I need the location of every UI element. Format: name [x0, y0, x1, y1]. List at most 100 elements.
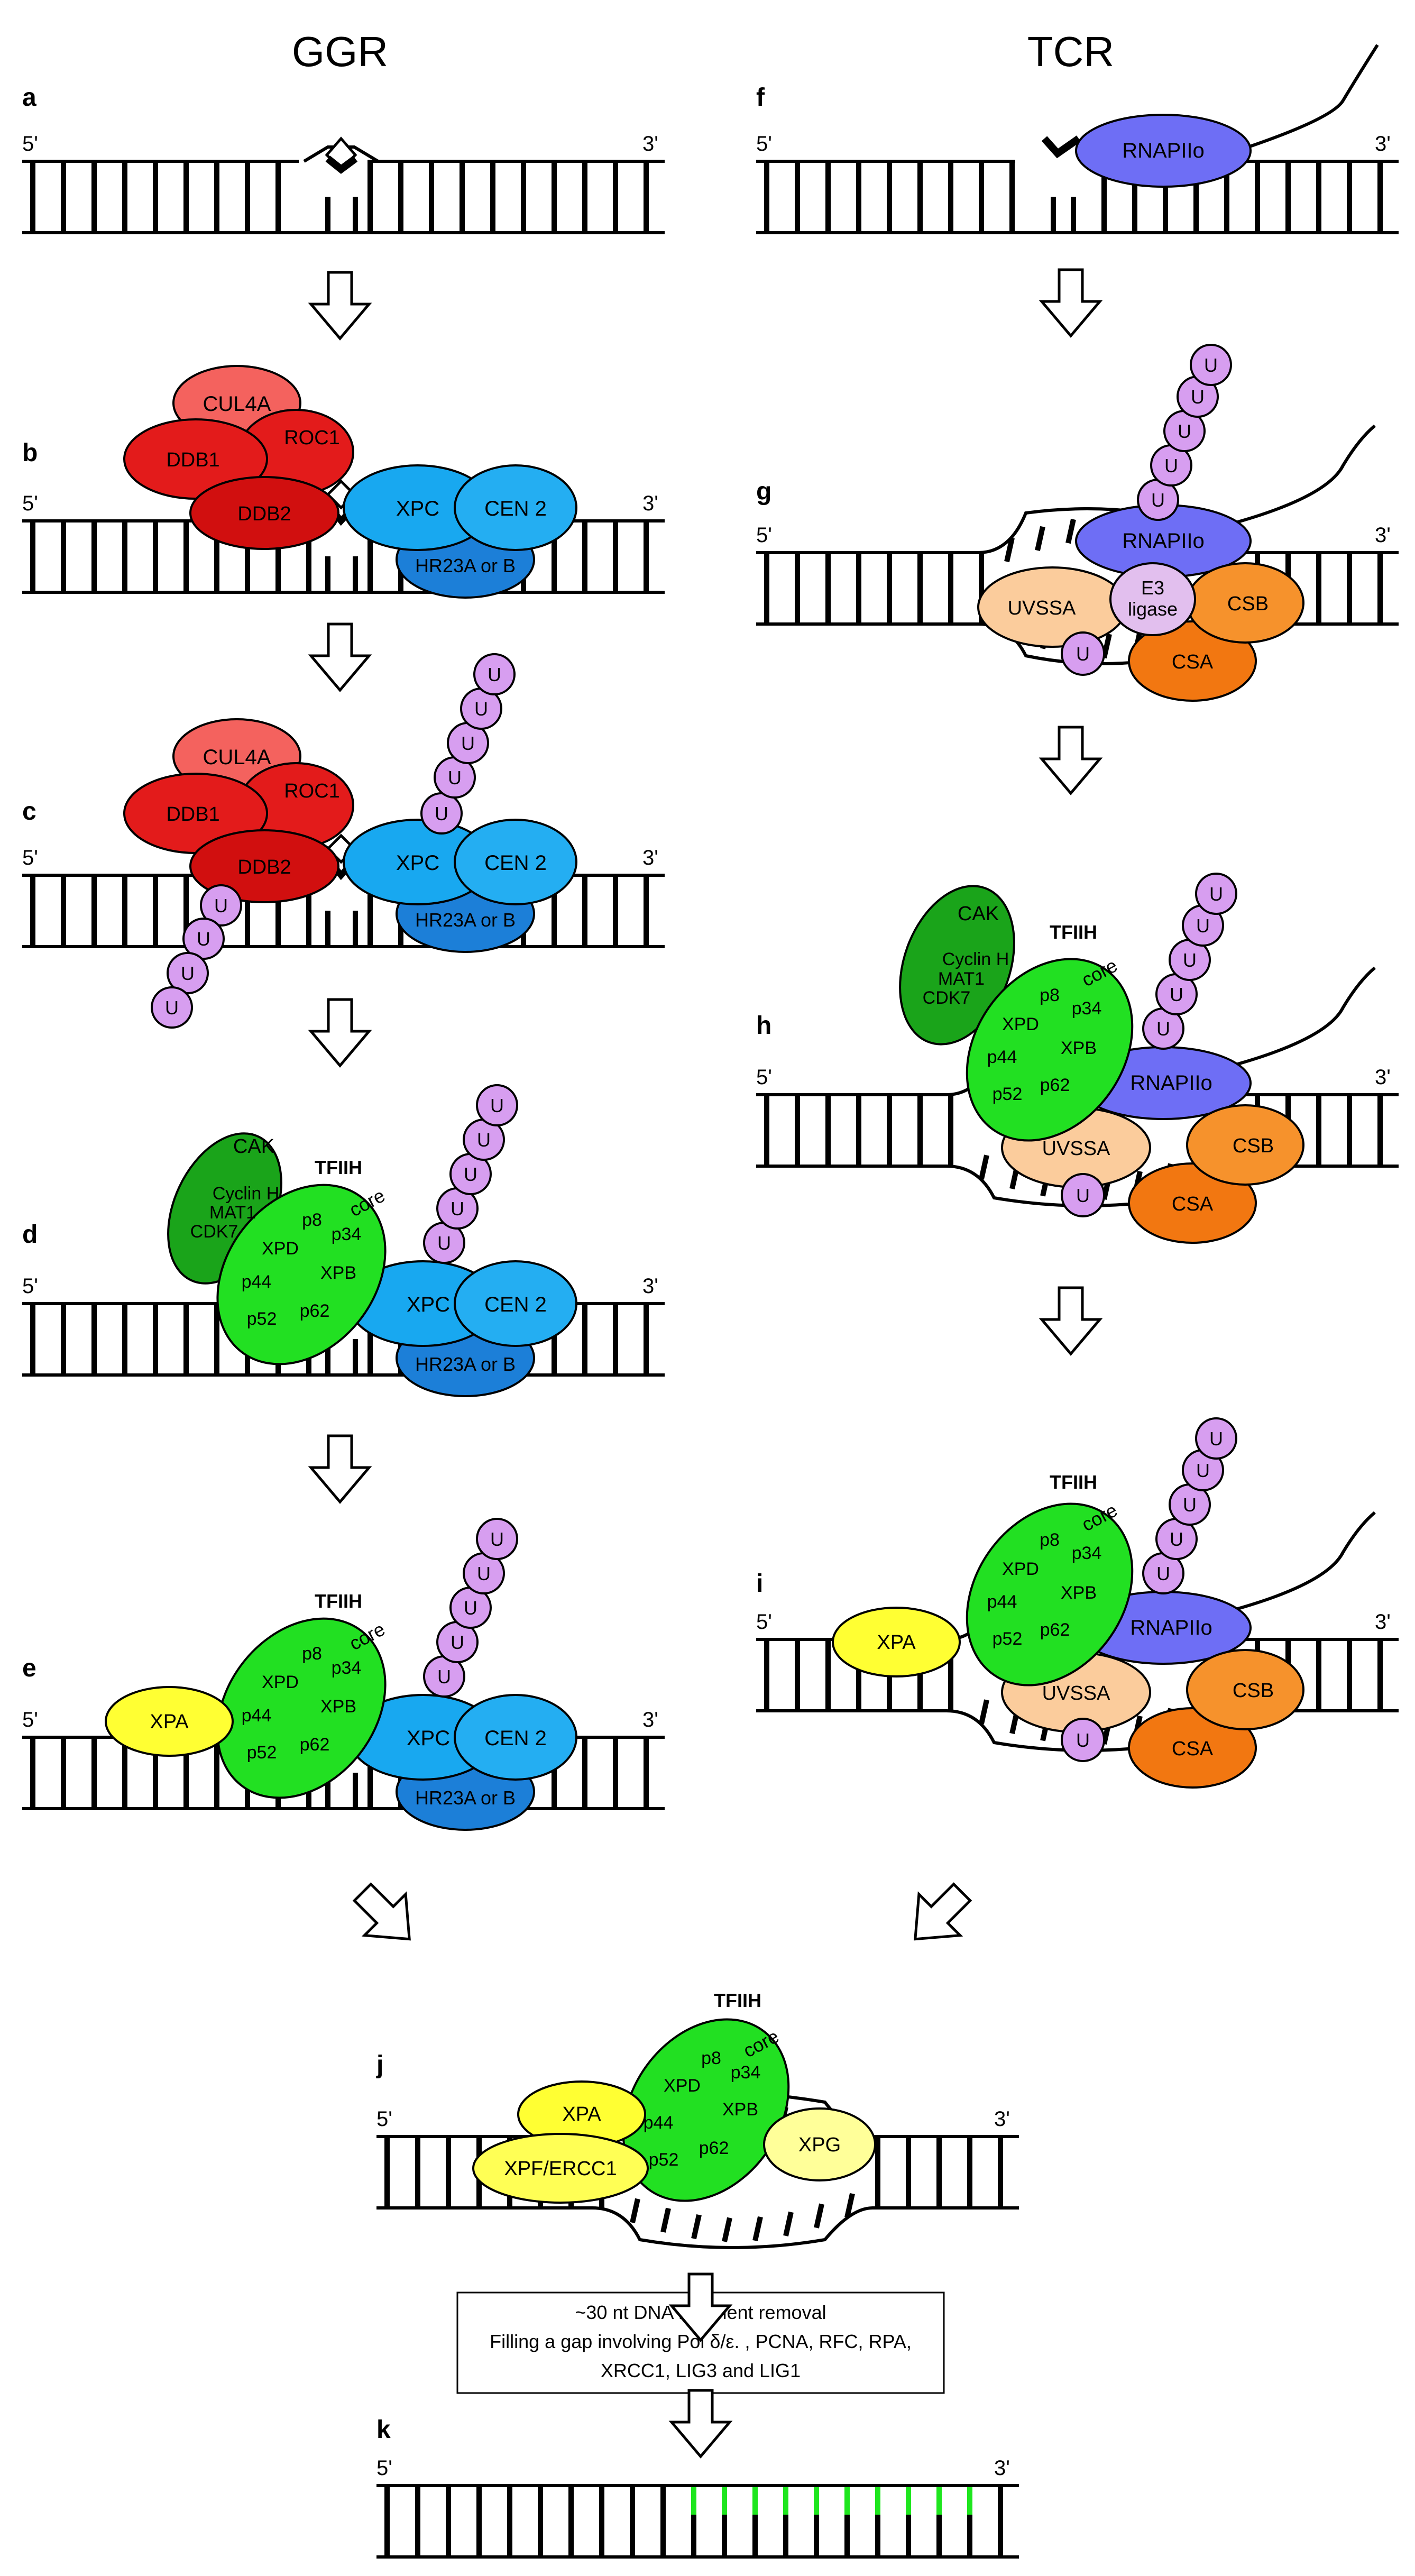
three-prime-a: 3' — [642, 132, 658, 155]
csa-label: CSA — [1172, 651, 1214, 673]
ubiquitin-label: U — [477, 1563, 491, 1584]
ubiquitin-label: U — [1196, 1460, 1210, 1481]
tfiih-label: TFIIH — [1050, 1471, 1097, 1493]
ubiquitin-label: U — [181, 962, 195, 984]
cen2 — [454, 1694, 577, 1781]
xpc-label: XPC — [407, 1293, 450, 1316]
panel-f: RNAPIIo 5' 3' — [756, 44, 1399, 234]
step-arrow — [1039, 1286, 1103, 1356]
roc1-label: ROC1 — [284, 780, 340, 802]
rnap-label: RNAPIIo — [1122, 529, 1205, 553]
svg-text:U: U — [1076, 643, 1090, 665]
cen2 — [454, 819, 577, 905]
tfiih-label: TFIIH — [315, 1157, 362, 1178]
panel-letter-f: f — [756, 84, 765, 112]
unpaired-base — [979, 1699, 989, 1725]
merge-arrow-left — [352, 1882, 411, 1941]
ubiquitin-label: U — [197, 928, 210, 950]
cdk7-label: CDK7 — [923, 988, 971, 1008]
five-prime-e: 5' — [22, 1708, 38, 1731]
ubiquitin-monomer: U — [1061, 1718, 1105, 1762]
p8-label: p8 — [1040, 1530, 1060, 1550]
ubiquitin — [476, 1518, 518, 1560]
dna-duplex — [22, 160, 665, 234]
cyclin-h-label: Cyclin H — [213, 1184, 280, 1204]
p44-label: p44 — [987, 1592, 1017, 1612]
xpg-label: XPG — [798, 2134, 841, 2156]
panel-k: 5' 3' — [376, 2456, 1019, 2559]
ddb2-label: DDB2 — [237, 503, 291, 525]
cdk7-label: CDK7 — [190, 1222, 238, 1242]
arrow-shape — [1039, 726, 1103, 795]
cen2-label: CEN 2 — [484, 851, 547, 875]
ubiquitin-label: U — [488, 664, 501, 685]
ubiquitin-label: U — [1164, 455, 1178, 476]
arrow-shape — [914, 1882, 972, 1941]
tfiih-core — [216, 1184, 387, 1365]
cul4a-label: CUL4A — [203, 392, 271, 416]
mat1-label: MAT1 — [209, 1203, 256, 1223]
csa-label: CSA — [1172, 1738, 1214, 1760]
p52-label: p52 — [247, 1309, 277, 1329]
tfiih-label: TFIIH — [714, 1990, 761, 2011]
nascent-rna — [1232, 424, 1376, 525]
nascent-rna — [1232, 966, 1376, 1067]
ubiquitin — [151, 986, 193, 1029]
ubiquitin-label: U — [451, 1631, 464, 1653]
panel-letter-g: g — [756, 478, 771, 506]
ubiquitin-label: U — [1178, 420, 1191, 442]
xpa-label: XPA — [150, 1711, 189, 1733]
panel-letter-e: e — [22, 1654, 36, 1682]
ubiquitin-label: U — [435, 803, 448, 824]
arrow-shape — [668, 2389, 733, 2459]
three-prime-e: 3' — [642, 1708, 658, 1731]
ubiquitin-label: U — [1191, 386, 1205, 408]
ddb1-label: DDB1 — [166, 449, 219, 471]
p62-label: p62 — [1040, 1075, 1070, 1095]
ubiquitin-label: U — [464, 1163, 477, 1185]
p8-label: p8 — [701, 2048, 721, 2068]
five-prime-d: 5' — [22, 1275, 38, 1298]
xpf-label: XPF/ERCC1 — [504, 2158, 617, 2180]
ubiquitin-label: U — [461, 732, 475, 754]
p8-label: p8 — [302, 1210, 322, 1230]
panel-letter-k: k — [376, 2416, 391, 2444]
step-arrow — [308, 622, 372, 692]
merge-arrow-right — [914, 1882, 972, 1941]
ubiquitin-label: U — [1156, 1018, 1170, 1040]
ubiquitin-label: U — [1204, 354, 1218, 376]
three-prime-d: 3' — [642, 1275, 658, 1298]
unpaired-base — [752, 2216, 763, 2242]
p44-label: p44 — [242, 1706, 272, 1726]
ubiquitin-label: U — [1196, 915, 1210, 937]
rnap-label: RNAPIIo — [1130, 1616, 1212, 1639]
xpd-label: XPD — [262, 1239, 299, 1259]
unpaired-base — [630, 2198, 640, 2223]
csa — [1128, 1707, 1257, 1789]
ubiquitin — [1190, 344, 1232, 386]
ubiquitin-monomer: U — [1061, 631, 1105, 676]
xpb-label: XPB — [722, 2100, 758, 2120]
nascent-rna — [1237, 44, 1379, 152]
unpaired-base — [1004, 537, 1015, 563]
five-prime-a: 5' — [22, 132, 38, 155]
ddb2-label: DDB2 — [237, 856, 291, 878]
arrow-shape — [668, 2272, 733, 2342]
p62-label: p62 — [1040, 1620, 1070, 1640]
roc1-label: ROC1 — [284, 427, 340, 449]
ubiquitin-label: U — [477, 1129, 491, 1151]
xpf-ercc1 — [472, 2133, 649, 2204]
p34-label: p34 — [332, 1224, 362, 1244]
header-ggr: GGR — [292, 28, 388, 75]
p34-label: p34 — [731, 2062, 761, 2083]
xpc-label: XPC — [407, 1727, 450, 1750]
xpb-label: XPB — [320, 1263, 356, 1283]
ubiquitin — [473, 653, 516, 695]
tfiih-core — [966, 1502, 1134, 1686]
